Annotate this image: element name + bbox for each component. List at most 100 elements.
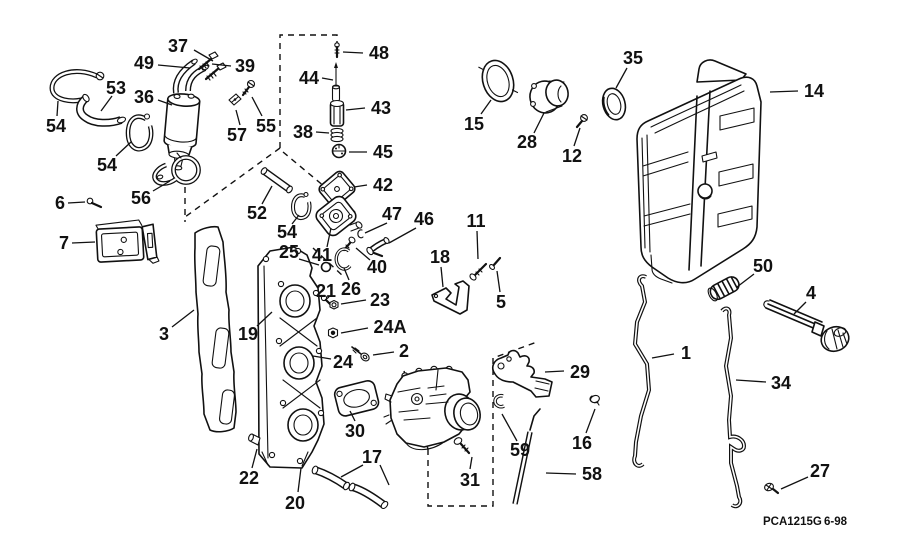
leader-line-24 — [312, 355, 332, 360]
leader-line-41 — [326, 227, 332, 248]
part-54-ring-clamp-b — [125, 113, 154, 152]
part-57-clip — [228, 93, 242, 106]
leader-line-54 — [291, 214, 300, 225]
leader-line-42 — [353, 184, 368, 188]
part-label-46-23: 46 — [414, 209, 434, 229]
leader-line-25 — [298, 258, 320, 266]
leader-line-28 — [533, 112, 545, 134]
part-label-6-10: 6 — [55, 193, 65, 213]
leader-line-16 — [585, 408, 596, 434]
part-label-38-19: 38 — [293, 122, 313, 142]
part-1-linkage-rod — [632, 274, 652, 468]
part-label-20-52: 20 — [285, 493, 305, 513]
leader-line-53 — [100, 95, 113, 112]
leader-line-23 — [340, 299, 367, 305]
part-19-intake-manifold — [257, 246, 325, 469]
part-label-47-22: 47 — [382, 204, 402, 224]
part-label-54-5: 54 — [46, 116, 66, 136]
part-label-27-50: 27 — [810, 461, 830, 481]
part-label-53-3: 53 — [106, 78, 126, 98]
part-25-check-ball — [320, 261, 332, 273]
leader-line-37 — [193, 49, 214, 62]
part-label-22-51: 22 — [239, 468, 259, 488]
leader-line-27 — [780, 476, 809, 490]
part-label-36-4: 36 — [134, 87, 154, 107]
leader-line-56 — [152, 180, 171, 192]
leader-line-29 — [544, 370, 565, 373]
part-36-fuel-filter — [163, 93, 201, 171]
part-label-45-20: 45 — [373, 142, 393, 162]
part-label-1-43: 1 — [681, 343, 691, 363]
part-3-gasket — [193, 225, 237, 433]
part-label-54-13: 54 — [277, 222, 297, 242]
part-label-55-6: 55 — [256, 116, 276, 136]
leader-line-30 — [349, 410, 356, 422]
leader-line-1 — [651, 353, 675, 359]
leader-line-7 — [71, 241, 96, 244]
part-24A-nut — [327, 327, 339, 339]
part-18-bracket — [431, 280, 470, 315]
part-42-diaphragm-cover — [318, 170, 356, 208]
part-label-5-35: 5 — [496, 292, 506, 312]
part-15-gasket-ring — [478, 59, 519, 103]
leader-line-24A — [340, 327, 369, 334]
part-label-2-32: 2 — [399, 341, 409, 361]
leader-line-15 — [480, 99, 492, 115]
part-5-screw — [489, 256, 502, 270]
part-label-39-2: 39 — [235, 56, 255, 76]
part-label-18-34: 18 — [430, 247, 450, 267]
part-16-clip — [589, 394, 600, 406]
leader-line-39 — [211, 63, 232, 67]
leader-line-55 — [251, 96, 263, 117]
part-40-screw — [342, 236, 356, 252]
part-28-cap — [529, 79, 569, 114]
part-55-screw — [241, 79, 256, 97]
leader-line-38 — [315, 131, 330, 134]
part-11-screw — [469, 262, 488, 281]
leader-line-5 — [496, 270, 501, 293]
leader-line-12 — [573, 127, 581, 147]
leader-line-46 — [388, 227, 417, 244]
leader-line-11 — [476, 230, 479, 260]
part-4-choke-knob — [763, 299, 850, 353]
part-41-fuel-pump — [315, 195, 363, 237]
leader-line-59 — [501, 413, 518, 442]
part-label-19-15: 19 — [238, 324, 258, 344]
part-label-31-49: 31 — [460, 470, 480, 490]
part-45-disc — [331, 143, 347, 159]
part-37-screw — [197, 51, 219, 71]
part-label-7-12: 7 — [59, 233, 69, 253]
part-58-link-rod — [512, 408, 541, 505]
leader-line-22 — [251, 448, 258, 469]
part-label-29-45: 29 — [570, 362, 590, 382]
part-34-linkage-rod — [720, 306, 747, 509]
part-label-21-29: 21 — [316, 281, 336, 301]
leader-line-2 — [372, 351, 395, 356]
part-label-3-14: 3 — [159, 324, 169, 344]
part-label-25-25: 25 — [279, 242, 299, 262]
part-label-30-53: 30 — [345, 421, 365, 441]
part-label-44-17: 44 — [299, 68, 319, 88]
leader-line-20 — [297, 467, 302, 493]
leader-line-6 — [67, 201, 86, 204]
leader-line-50 — [736, 273, 755, 288]
leader-line-40 — [355, 247, 371, 261]
leader-line-52 — [261, 185, 273, 205]
part-17-hoses — [311, 465, 389, 510]
part-54-wire-clamp-a — [49, 69, 105, 104]
part-53-hose — [76, 93, 127, 127]
part-38-spring — [330, 127, 344, 143]
part-43-tube — [329, 99, 345, 127]
part-label-49-1: 49 — [134, 53, 154, 73]
leader-line-17 — [379, 464, 390, 486]
part-52-tube — [260, 167, 293, 194]
part-label-50-41: 50 — [753, 256, 773, 276]
part-label-37-0: 37 — [168, 36, 188, 56]
leader-line-49 — [157, 64, 191, 69]
leader-line-19 — [256, 311, 273, 327]
part-carburetor — [383, 365, 481, 451]
leader-line-57 — [235, 109, 241, 126]
